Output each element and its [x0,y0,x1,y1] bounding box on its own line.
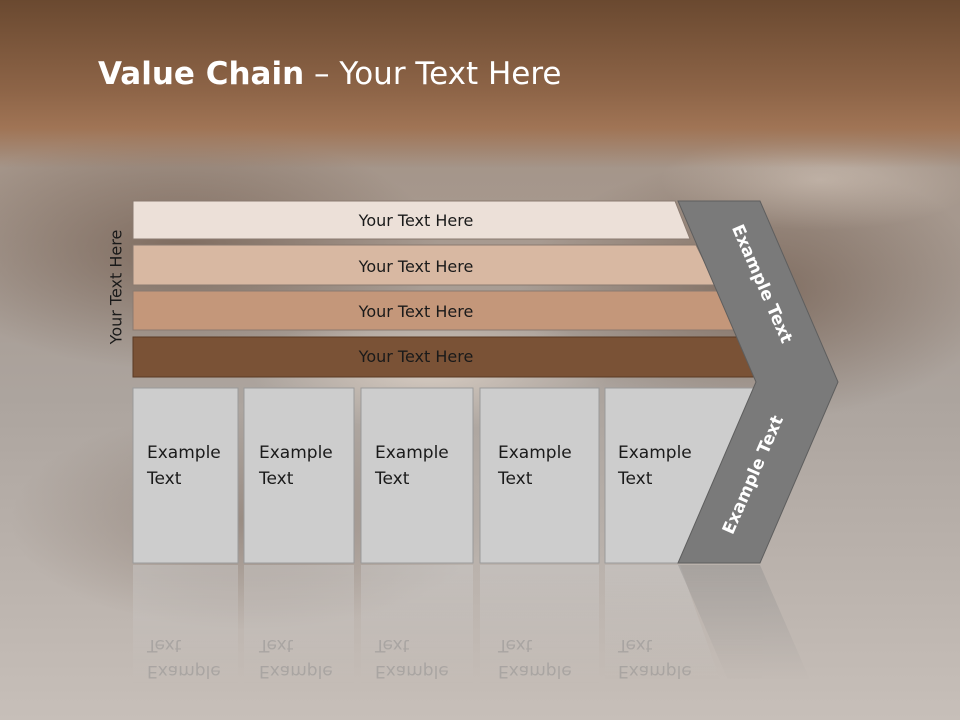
box-4-reflection-line1: Example [498,661,572,681]
box-5-line1: Example [618,443,692,463]
box-1-reflection-line1: Example [147,661,221,681]
box-4-line2: Text [498,469,533,489]
box-5-reflection-line1: Example [618,661,692,681]
box-1 [132,387,239,564]
box-2 [243,387,355,564]
band-4-label: Your Text Here [358,347,474,366]
box-1-line2: Text [147,469,182,489]
box-2-reflection-text: Example Text [259,632,333,684]
box-5-line2: Text [618,469,653,489]
box-2-reflection-line2: Text [259,635,294,655]
box-3-line1: Example [375,443,449,463]
slide-title: Value Chain – Your Text Here [98,52,561,96]
box-4-line1: Example [498,443,572,463]
band-1-label: Your Text Here [358,211,474,230]
reflection [133,565,810,685]
box-2-line1: Example [259,443,333,463]
box-3 [360,387,474,564]
box-4-reflection-line2: Text [498,635,533,655]
box-3-line2: Text [375,469,410,489]
box-3-reflection-line1: Example [375,661,449,681]
box-1-reflection-text: Example Text [147,632,221,684]
box-2-reflection-line1: Example [259,661,333,681]
box-3-reflection-line2: Text [375,635,410,655]
band-3-label: Your Text Here [358,302,474,321]
chevron [677,200,839,564]
box-3-reflection-text: Example Text [375,632,449,684]
box-4 [479,387,600,564]
box-1-reflection-line2: Text [147,635,182,655]
box-2-line2: Text [259,469,294,489]
band-1 [132,200,691,240]
box-5-reflection-line2: Text [618,635,653,655]
band-2-label: Your Text Here [358,257,474,276]
box-1-line1: Example [147,443,221,463]
title-bold: Value Chain [98,56,305,92]
title-rest: – Your Text Here [304,56,562,92]
box-4-reflection-text: Example Text [498,632,572,684]
box-5-reflection-text: Example Text [618,632,692,684]
